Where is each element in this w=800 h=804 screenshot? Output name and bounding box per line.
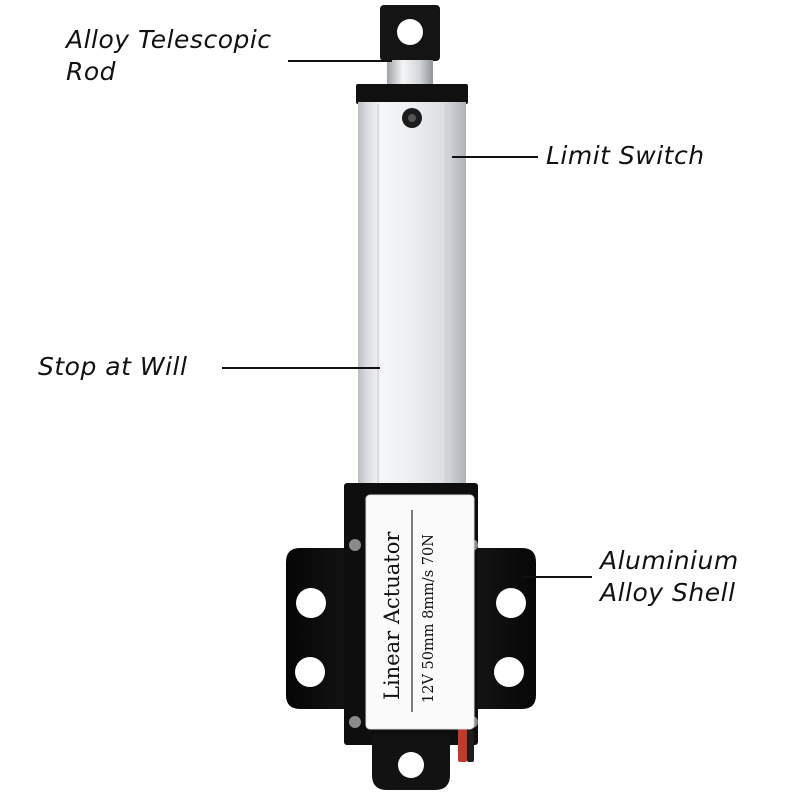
bracket-hole <box>295 657 325 687</box>
callout-lines <box>222 60 592 578</box>
callout-shell-line2: Alloy Shell <box>600 578 736 607</box>
callout-rod-line1: Alloy Telescopic <box>66 25 272 54</box>
bracket-hole <box>296 588 326 618</box>
bracket-hole <box>496 588 526 618</box>
aluminium-tube <box>358 102 466 487</box>
power-wires <box>458 728 474 762</box>
callout-rod-line2: Rod <box>66 57 117 86</box>
callout-limit-switch: Limit Switch <box>546 141 705 170</box>
label-plate-specs: 12V 50mm 8mm/s 70N <box>421 534 437 703</box>
label-plate: Linear Actuator 12V 50mm 8mm/s 70N <box>365 494 475 730</box>
label-plate-title: Linear Actuator <box>380 531 404 700</box>
bottom-clevis <box>372 735 450 790</box>
rod-end-clevis <box>380 5 440 61</box>
bracket-hole <box>494 657 524 687</box>
telescopic-rod <box>387 60 433 87</box>
limit-switch-screw <box>402 108 422 128</box>
callout-stop-at-will: Stop at Will <box>38 352 188 381</box>
callout-shell-line1: Aluminium <box>600 546 739 575</box>
top-end-cap <box>356 84 468 104</box>
